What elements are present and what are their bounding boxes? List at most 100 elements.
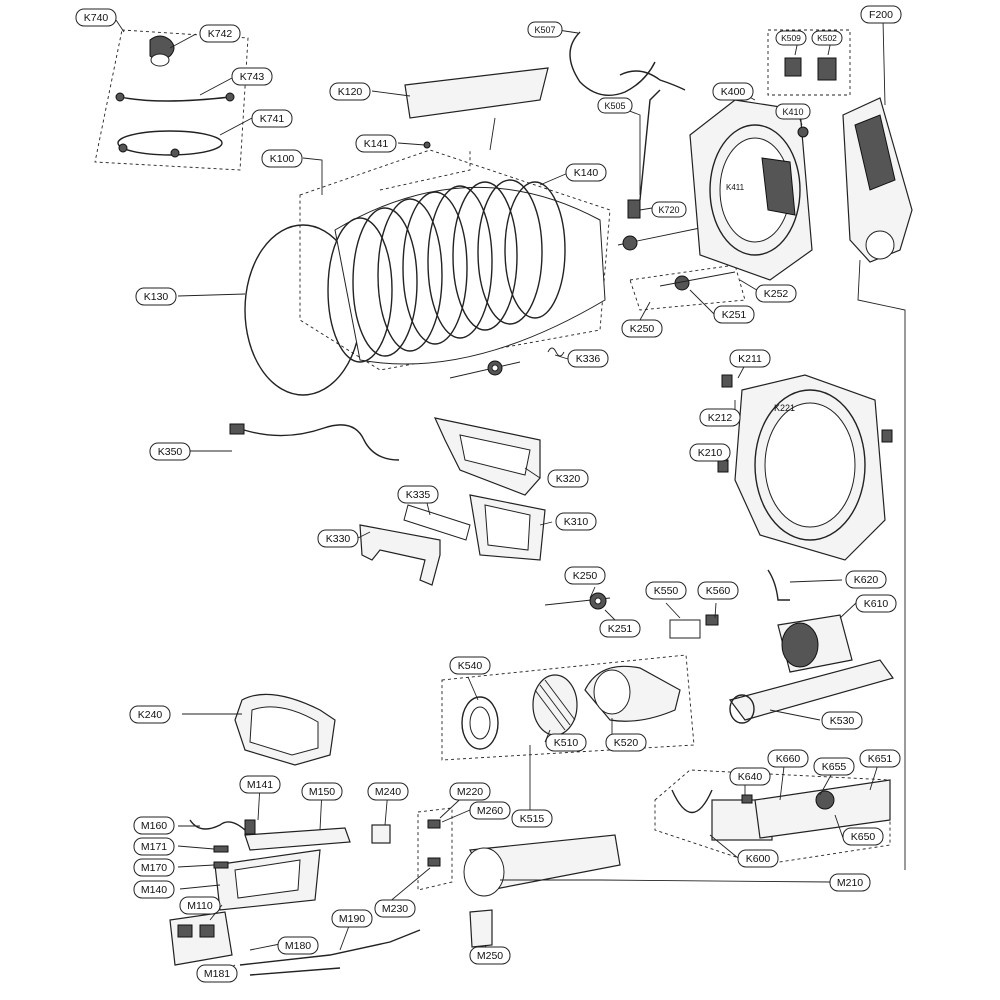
svg-text:K330: K330 bbox=[326, 533, 351, 545]
callout-M110: M110 bbox=[179, 896, 221, 915]
callout-labels: K740 K742 K743 K741 K120 K141 K100 K140 … bbox=[75, 5, 902, 983]
svg-text:M190: M190 bbox=[339, 913, 365, 925]
callout-K221: K221 bbox=[774, 403, 795, 413]
svg-text:M230: M230 bbox=[382, 903, 408, 915]
callout-K210: K210 bbox=[689, 443, 731, 462]
callout-K507: K507 bbox=[527, 21, 563, 38]
callout-M180: M180 bbox=[277, 936, 319, 955]
callout-K250-lower: K250 bbox=[564, 566, 606, 585]
svg-text:K120: K120 bbox=[338, 86, 363, 98]
callout-M160: M160 bbox=[133, 816, 175, 835]
callout-K720: K720 bbox=[651, 201, 687, 218]
callout-K600: K600 bbox=[737, 849, 779, 868]
callout-K540: K540 bbox=[449, 656, 491, 675]
svg-text:K505: K505 bbox=[604, 101, 625, 111]
svg-text:K350: K350 bbox=[158, 446, 183, 458]
drum-assembly bbox=[244, 67, 611, 396]
svg-text:K651: K651 bbox=[868, 753, 893, 765]
power-cord bbox=[229, 423, 400, 461]
callout-M171: M171 bbox=[133, 837, 175, 856]
callout-K330: K330 bbox=[317, 529, 359, 548]
svg-text:K212: K212 bbox=[708, 412, 733, 424]
svg-text:M250: M250 bbox=[477, 950, 503, 962]
svg-text:M220: M220 bbox=[457, 786, 483, 798]
callout-K530: K530 bbox=[821, 711, 863, 730]
svg-text:K507: K507 bbox=[534, 25, 555, 35]
svg-text:K530: K530 bbox=[830, 715, 855, 727]
callout-K740: K740 bbox=[75, 8, 117, 27]
callout-K212: K212 bbox=[699, 408, 741, 427]
callout-M140: M140 bbox=[133, 880, 175, 899]
callout-K120: K120 bbox=[329, 82, 371, 101]
svg-text:K411: K411 bbox=[726, 183, 745, 192]
svg-text:K250: K250 bbox=[573, 570, 598, 582]
motor-assembly bbox=[441, 569, 894, 761]
svg-text:K410: K410 bbox=[782, 107, 803, 117]
callout-K250-upper: K250 bbox=[621, 319, 663, 338]
svg-text:K400: K400 bbox=[721, 86, 746, 98]
callout-K742: K742 bbox=[199, 24, 241, 43]
callout-K141: K141 bbox=[355, 134, 397, 153]
svg-text:K336: K336 bbox=[576, 353, 601, 365]
callout-K505: K505 bbox=[597, 97, 633, 114]
svg-text:M210: M210 bbox=[837, 877, 863, 889]
svg-text:K640: K640 bbox=[738, 771, 763, 783]
svg-text:K100: K100 bbox=[270, 153, 295, 165]
svg-text:K655: K655 bbox=[822, 761, 847, 773]
callout-M181: M181 bbox=[196, 964, 238, 983]
callout-K651: K651 bbox=[859, 749, 901, 768]
svg-text:K620: K620 bbox=[854, 574, 879, 586]
callout-K560: K560 bbox=[697, 581, 739, 600]
svg-text:K250: K250 bbox=[630, 323, 655, 335]
callout-K335: K335 bbox=[397, 485, 439, 504]
callout-K741: K741 bbox=[251, 109, 293, 128]
svg-text:K211: K211 bbox=[738, 353, 762, 365]
callout-K743: K743 bbox=[231, 67, 273, 86]
callout-K520: K520 bbox=[605, 733, 647, 752]
svg-text:K251: K251 bbox=[608, 623, 633, 635]
callout-K310: K310 bbox=[555, 512, 597, 531]
svg-text:K560: K560 bbox=[706, 585, 731, 597]
callout-K550: K550 bbox=[645, 581, 687, 600]
callout-K100: K100 bbox=[261, 149, 303, 168]
svg-text:K240: K240 bbox=[138, 709, 163, 721]
svg-text:M110: M110 bbox=[187, 900, 213, 912]
callout-M230: M230 bbox=[374, 899, 416, 918]
svg-text:K335: K335 bbox=[406, 489, 431, 501]
svg-text:K550: K550 bbox=[654, 585, 679, 597]
callout-F200: F200 bbox=[860, 5, 902, 24]
svg-text:K600: K600 bbox=[746, 853, 771, 865]
callout-K350: K350 bbox=[149, 442, 191, 461]
drum-rollers bbox=[449, 227, 746, 379]
svg-text:F200: F200 bbox=[869, 9, 893, 21]
callout-K320: K320 bbox=[547, 469, 589, 488]
callout-M141: M141 bbox=[239, 775, 281, 794]
svg-text:K140: K140 bbox=[574, 167, 599, 179]
svg-text:M240: M240 bbox=[375, 786, 401, 798]
filter-cover bbox=[234, 693, 336, 766]
svg-text:M181: M181 bbox=[204, 968, 230, 980]
callout-K251-lower: K251 bbox=[599, 619, 641, 638]
svg-text:K221: K221 bbox=[774, 403, 795, 413]
svg-text:K540: K540 bbox=[458, 660, 483, 672]
callout-K650: K650 bbox=[842, 827, 884, 846]
callout-K130: K130 bbox=[135, 287, 177, 306]
callout-K510: K510 bbox=[545, 733, 587, 752]
callout-M250: M250 bbox=[469, 946, 511, 965]
svg-text:K252: K252 bbox=[764, 288, 789, 300]
callout-K660: K660 bbox=[767, 749, 809, 768]
svg-text:K510: K510 bbox=[554, 737, 579, 749]
svg-text:K509: K509 bbox=[781, 33, 801, 43]
callout-M220: M220 bbox=[449, 782, 491, 801]
svg-text:M170: M170 bbox=[141, 862, 167, 874]
svg-text:K610: K610 bbox=[864, 598, 889, 610]
callout-K240: K240 bbox=[129, 705, 171, 724]
svg-text:M160: M160 bbox=[141, 820, 167, 832]
callout-K515: K515 bbox=[511, 809, 553, 828]
callout-K336: K336 bbox=[567, 349, 609, 368]
callout-K140: K140 bbox=[565, 163, 607, 182]
svg-text:K320: K320 bbox=[556, 473, 581, 485]
harness-and-sensors bbox=[569, 29, 851, 219]
control-panel bbox=[842, 97, 913, 870]
